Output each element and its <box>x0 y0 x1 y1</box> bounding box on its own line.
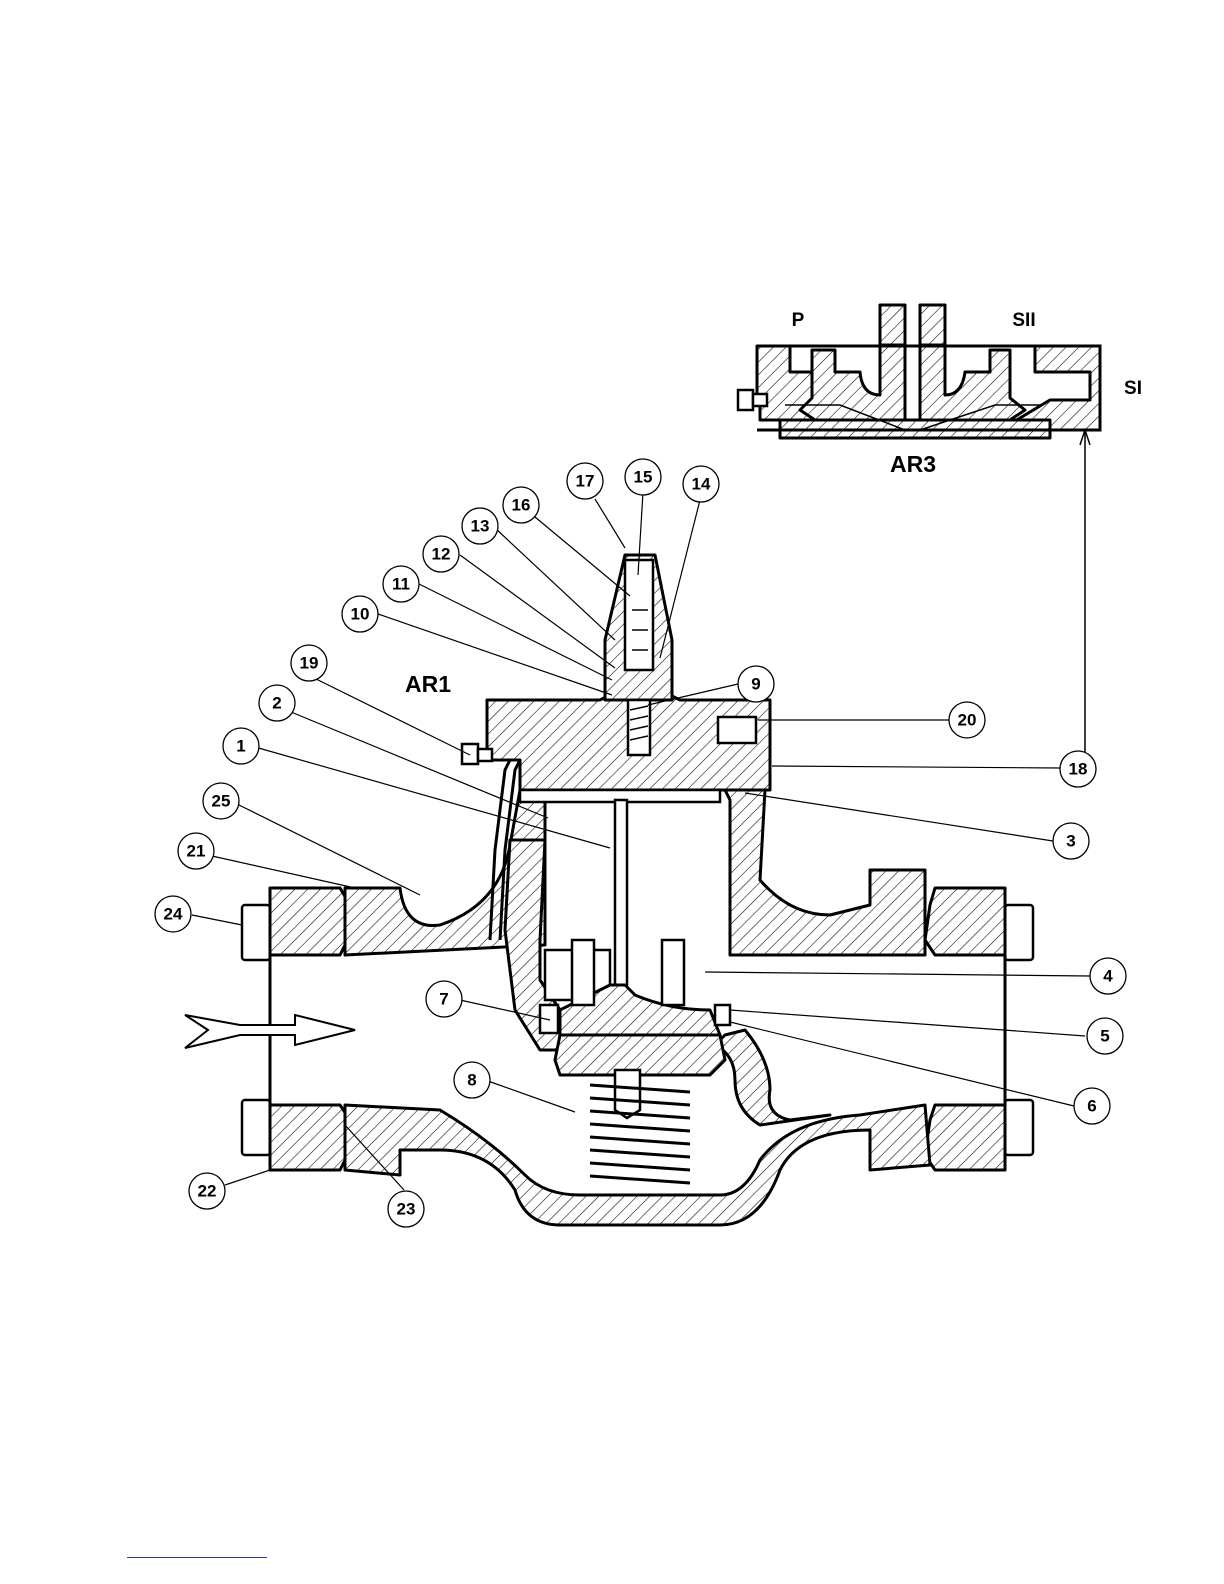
svg-text:7: 7 <box>439 990 448 1009</box>
svg-text:8: 8 <box>467 1071 476 1090</box>
callout-22: 22 <box>189 1173 225 1209</box>
callout-2: 2 <box>259 685 295 721</box>
svg-text:20: 20 <box>958 711 977 730</box>
svg-text:19: 19 <box>300 654 319 673</box>
svg-text:11: 11 <box>392 575 410 594</box>
callout-12: 12 <box>423 536 459 572</box>
callout-6: 6 <box>1074 1088 1110 1124</box>
ar3-inset-assembly: P SII SI AR3 <box>738 305 1142 477</box>
callout-14: 14 <box>683 466 719 502</box>
svg-text:22: 22 <box>198 1182 217 1201</box>
callout-23: 23 <box>388 1191 424 1227</box>
callout-5: 5 <box>1087 1018 1123 1054</box>
svg-text:2: 2 <box>272 694 281 713</box>
svg-text:14: 14 <box>692 475 711 494</box>
svg-text:21: 21 <box>187 842 206 861</box>
ar3-label: AR3 <box>890 451 936 477</box>
callout-1: 1 <box>223 728 259 764</box>
callout-7: 7 <box>426 981 462 1017</box>
callout-19: 19 <box>291 645 327 681</box>
svg-text:1: 1 <box>236 737 245 756</box>
callout-11: 11 <box>383 566 419 602</box>
callout-13: 13 <box>462 508 498 544</box>
svg-text:5: 5 <box>1100 1027 1109 1046</box>
svg-text:3: 3 <box>1066 832 1075 851</box>
callout-25: 25 <box>203 783 239 819</box>
svg-text:9: 9 <box>751 675 760 694</box>
svg-text:25: 25 <box>212 792 231 811</box>
callout-18: 18 <box>1060 751 1096 787</box>
svg-text:16: 16 <box>512 496 531 515</box>
callout-20: 20 <box>949 702 985 738</box>
footer-rule <box>127 1557 267 1558</box>
callout-8: 8 <box>454 1062 490 1098</box>
inset-port-si: SI <box>1124 378 1142 399</box>
callout-4: 4 <box>1090 958 1126 994</box>
svg-text:15: 15 <box>634 468 653 487</box>
inset-port-sii: SII <box>1012 310 1035 331</box>
callout-3: 3 <box>1053 823 1089 859</box>
callout-17: 17 <box>567 463 603 499</box>
svg-text:24: 24 <box>164 905 183 924</box>
ar1-label: AR1 <box>405 671 451 697</box>
callout-15: 15 <box>625 459 661 495</box>
svg-text:23: 23 <box>397 1200 416 1219</box>
callout-9: 9 <box>738 666 774 702</box>
svg-text:13: 13 <box>471 517 490 536</box>
svg-text:6: 6 <box>1087 1097 1096 1116</box>
callout-24: 24 <box>155 896 191 932</box>
svg-text:17: 17 <box>576 472 595 491</box>
svg-text:4: 4 <box>1103 967 1113 986</box>
callout-16: 16 <box>503 487 539 523</box>
svg-text:10: 10 <box>351 605 370 624</box>
callout-21: 21 <box>178 833 214 869</box>
inset-port-p: P <box>792 310 805 331</box>
svg-text:12: 12 <box>432 545 451 564</box>
callout-10: 10 <box>342 596 378 632</box>
svg-text:18: 18 <box>1069 760 1088 779</box>
